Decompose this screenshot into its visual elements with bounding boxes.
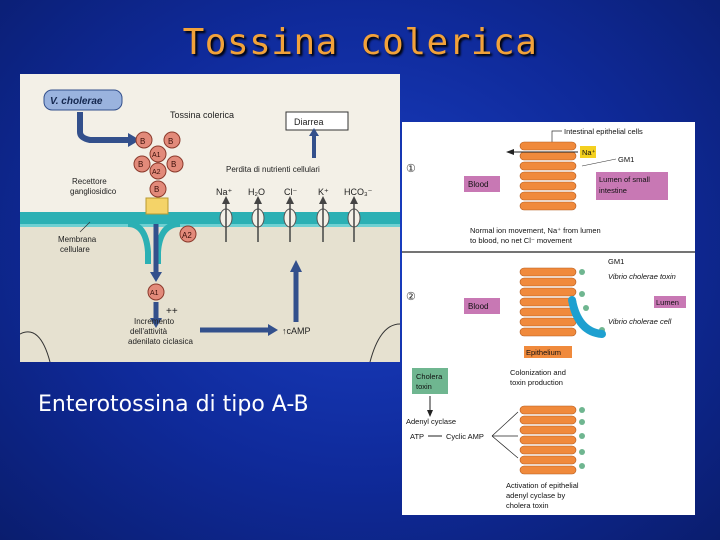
lumen-small-intestine-box bbox=[596, 172, 668, 200]
svg-text:A2: A2 bbox=[152, 169, 161, 176]
svg-text:B: B bbox=[138, 160, 143, 169]
svg-text:B: B bbox=[171, 160, 176, 169]
colonization-label: Colonization and bbox=[510, 368, 566, 377]
diarrhea-box bbox=[285, 111, 349, 131]
a1-subunit bbox=[147, 283, 165, 301]
left-diagram: V. cholerae Tossina colerica B B A1 B B … bbox=[19, 74, 401, 363]
svg-text:Blood: Blood bbox=[468, 302, 488, 311]
svg-text:toxin: toxin bbox=[416, 382, 432, 391]
svg-text:B: B bbox=[154, 185, 159, 194]
svg-text:A1: A1 bbox=[150, 290, 159, 297]
membrane-label: Membrana bbox=[58, 235, 97, 244]
svg-text:Lumen: Lumen bbox=[656, 298, 679, 307]
svg-text:adenyl cyclase by: adenyl cyclase by bbox=[506, 491, 565, 500]
vibrio-toxin-label: Vibrio cholerae toxin bbox=[608, 272, 676, 281]
svg-text:Na⁺: Na⁺ bbox=[582, 148, 596, 157]
cholera-toxin-mechanism-diagram: V. cholerae Tossina colerica B B A1 B B … bbox=[19, 74, 401, 363]
svg-text:toxin production: toxin production bbox=[510, 378, 563, 387]
svg-text:B: B bbox=[140, 137, 145, 146]
svg-text:adenilato ciclasica: adenilato ciclasica bbox=[128, 337, 193, 346]
svg-text:intestine: intestine bbox=[599, 186, 627, 195]
release-arrow bbox=[77, 112, 128, 143]
v-cholerae-box bbox=[43, 89, 123, 111]
svg-text:Na⁺: Na⁺ bbox=[216, 187, 233, 197]
toxin-label: Tossina colerica bbox=[170, 110, 234, 120]
nutrient-loss-label: Perdita di nutrienti cellulari bbox=[226, 165, 320, 174]
vibrio-cell-shape bbox=[568, 296, 606, 338]
svg-text:A2: A2 bbox=[182, 231, 192, 240]
receptor bbox=[145, 197, 169, 215]
svg-text:gangliosidico: gangliosidico bbox=[70, 187, 117, 196]
na-box bbox=[580, 146, 596, 158]
svg-text:cellulare: cellulare bbox=[60, 245, 90, 254]
svg-text:HCO₃⁻: HCO₃⁻ bbox=[344, 187, 373, 197]
svg-text:to blood, no net Cl⁻ movement: to blood, no net Cl⁻ movement bbox=[470, 236, 573, 245]
epithelium-2 bbox=[519, 267, 577, 337]
svg-text:Lumen of small: Lumen of small bbox=[599, 175, 650, 184]
cholera-toxin-box bbox=[412, 368, 448, 394]
v-cholerae-label: V. cholerae bbox=[50, 96, 103, 107]
svg-text:H₂O: H₂O bbox=[248, 187, 265, 197]
step-1-marker: ① bbox=[406, 163, 416, 175]
epithelium-1 bbox=[519, 141, 577, 211]
epithelium-box bbox=[524, 346, 572, 358]
svg-text:Epithelium: Epithelium bbox=[526, 348, 561, 357]
vibrio-cell-label: Vibrio cholerae cell bbox=[608, 317, 672, 326]
increment-label: Incremento bbox=[134, 317, 175, 326]
svg-text:cholera toxin: cholera toxin bbox=[506, 501, 549, 510]
lumen-box bbox=[654, 296, 686, 308]
gm1-label: GM1 bbox=[618, 155, 634, 164]
svg-text:K⁺: K⁺ bbox=[318, 187, 329, 197]
slide-caption: Enterotossina di tipo A-B bbox=[38, 392, 309, 417]
activation-label: Activation of epithelial bbox=[506, 481, 579, 490]
cytoplasm bbox=[20, 221, 400, 362]
cholera-pathogenesis-diagram: ① Intestinal epithelial cells Na⁺ GM1 Bl… bbox=[402, 127, 695, 510]
svg-text:dell'attività: dell'attività bbox=[130, 327, 168, 336]
step-2-marker: ② bbox=[406, 291, 416, 303]
receptor-label: Recettore bbox=[72, 177, 107, 186]
svg-text:B: B bbox=[168, 137, 173, 146]
svg-text:GM1: GM1 bbox=[608, 257, 624, 266]
cell-membrane bbox=[20, 212, 400, 224]
right-diagram: ① Intestinal epithelial cells Na⁺ GM1 Bl… bbox=[402, 122, 695, 515]
slide-title: Tossina colerica bbox=[182, 22, 538, 63]
a2-subunit bbox=[179, 225, 197, 243]
plus-plus: ++ bbox=[166, 306, 178, 317]
diarrhea-label: Diarrea bbox=[294, 117, 324, 127]
camp-label: ↑cAMP bbox=[282, 326, 311, 336]
adenyl-cyclase-label: Adenyl cyclase bbox=[406, 417, 456, 426]
svg-text:A1: A1 bbox=[152, 152, 161, 159]
epithelium-3 bbox=[519, 405, 577, 475]
svg-text:Cl⁻: Cl⁻ bbox=[284, 187, 297, 197]
intestinal-cells-label: Intestinal epithelial cells bbox=[564, 127, 643, 136]
cyclic-amp-label: Cyclic AMP bbox=[446, 432, 484, 441]
svg-text:Blood: Blood bbox=[468, 180, 488, 189]
normal-movement-text: Normal ion movement, Na⁺ from lumen bbox=[470, 226, 601, 235]
svg-text:Cholera: Cholera bbox=[416, 372, 443, 381]
blood-box-1 bbox=[464, 176, 500, 192]
toxin-complex: B B A1 B B A2 B bbox=[133, 131, 184, 198]
ion-channels: Na⁺ H₂O Cl⁻ K⁺ HCO₃⁻ bbox=[216, 187, 373, 242]
blood-box-2 bbox=[464, 298, 500, 314]
atp-label: ATP bbox=[410, 432, 424, 441]
